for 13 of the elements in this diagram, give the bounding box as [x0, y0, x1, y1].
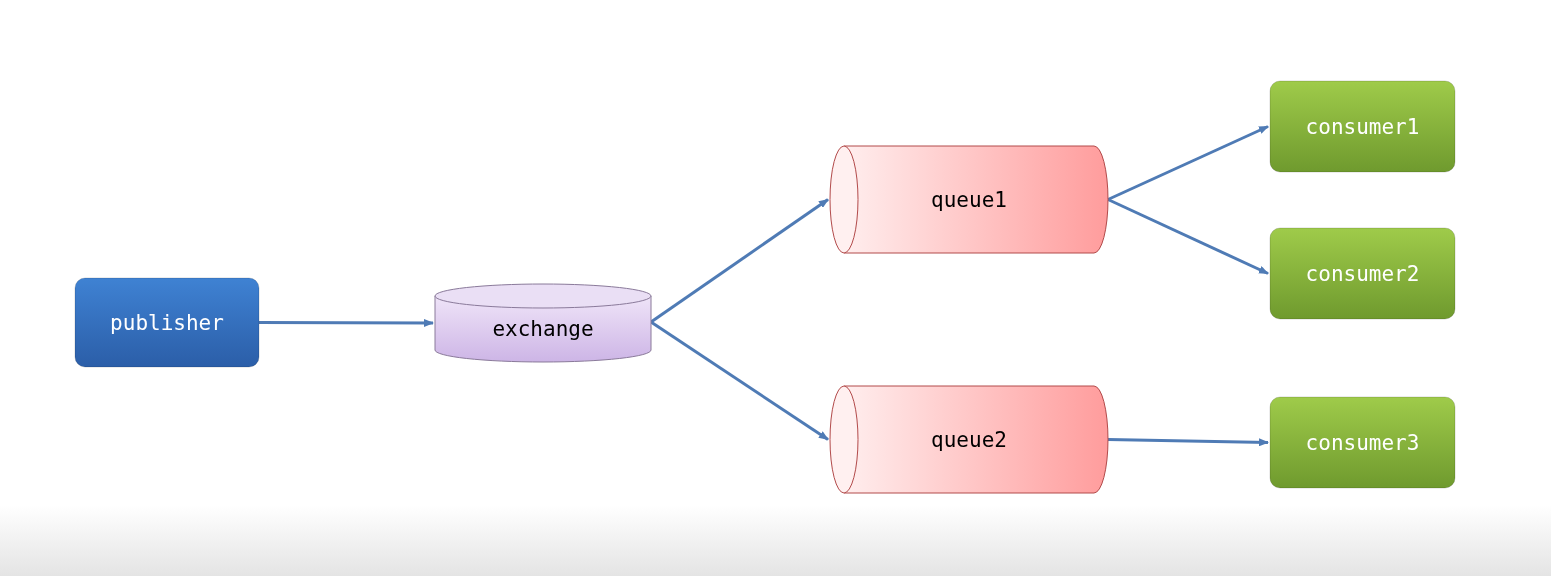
- arrow: [1107, 198, 1269, 275]
- node-label: publisher: [110, 310, 224, 335]
- node-label: queue2: [931, 427, 1007, 452]
- arrow: [650, 198, 829, 324]
- arrow: [1107, 125, 1269, 201]
- arrow: [650, 320, 829, 441]
- arrow: [259, 318, 434, 327]
- arrow: [1107, 438, 1269, 447]
- node-label: queue1: [931, 187, 1007, 212]
- node-label: consumer2: [1305, 261, 1420, 286]
- node-label: consumer1: [1305, 114, 1420, 139]
- node-label: exchange: [492, 317, 594, 341]
- node-label: consumer3: [1305, 430, 1420, 455]
